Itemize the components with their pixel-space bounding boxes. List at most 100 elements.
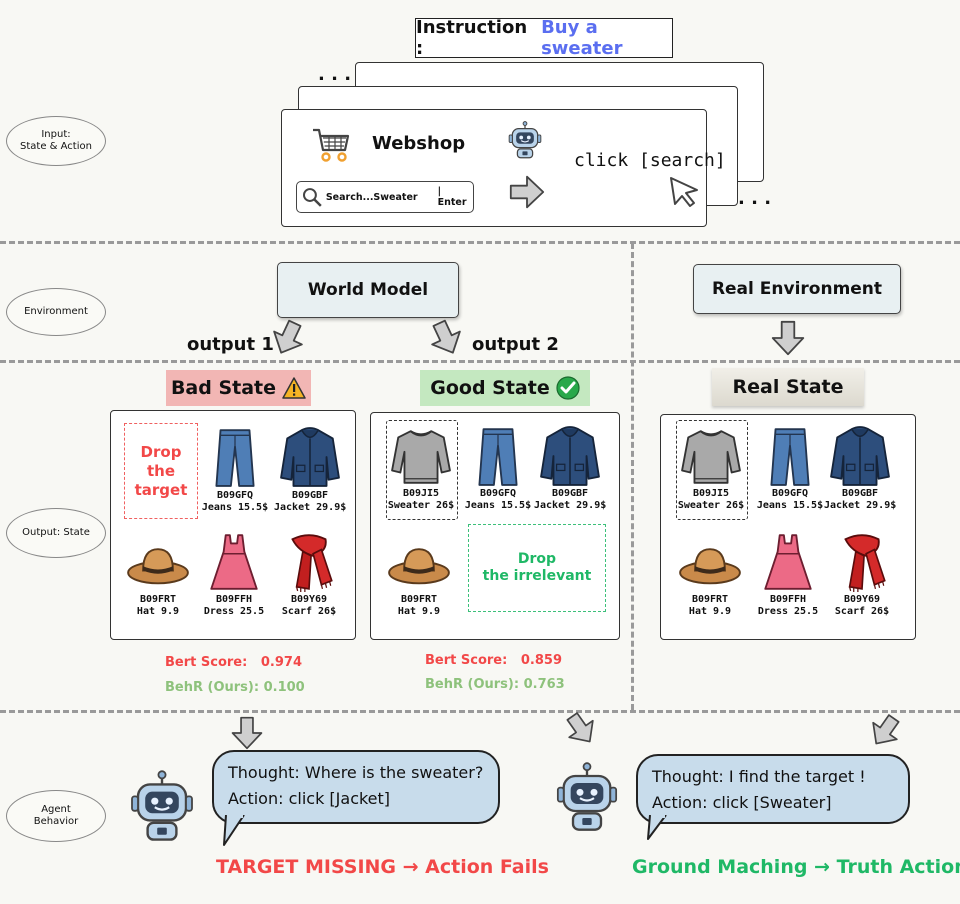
search-icon (302, 188, 322, 207)
bad-jacket-item[interactable]: B09GBF Jacket 29.9$ (274, 424, 346, 514)
search-bar[interactable]: Search...Sweater | Enter (296, 181, 474, 213)
good-behr-score: BehR (Ours): 0.763 (425, 677, 565, 692)
input-action-text: click [search] (574, 150, 726, 171)
item-desc: Jeans 15.5$ (464, 500, 532, 511)
good-sweater-item[interactable]: B09JI5 Sweater 26$ (385, 424, 457, 512)
item-desc: Dress 25.5 (757, 606, 819, 617)
good-hat-item[interactable]: B09FRT Hat 9.9 (383, 530, 455, 618)
bad-scarf-item[interactable]: B09Y69 Scarf 26$ (273, 530, 345, 618)
good-behr-label: BehR (Ours): (425, 677, 520, 692)
good-result-text: Ground Maching → Truth Action (632, 856, 960, 878)
bad-dress-item[interactable]: B09FFH Dress 25.5 (198, 530, 270, 618)
good-state-text: Good State (430, 377, 550, 399)
separator-environment-output (0, 360, 960, 363)
search-input-text: Search...Sweater (325, 191, 418, 203)
item-code: B09GFQ (216, 490, 254, 501)
good-thought-text: Thought: I find the target ! (652, 767, 866, 786)
bad-result-text: TARGET MISSING → Action Fails (216, 856, 549, 878)
webshop-title: Webshop (372, 133, 466, 154)
bad-bubble-tail (223, 815, 245, 846)
drop-target-text: Drop the target (134, 442, 188, 499)
stage-environment-ellipse: Environment (6, 288, 106, 336)
item-desc: Hat 9.9 (397, 606, 441, 617)
down-arrow-output2 (422, 314, 470, 362)
drop-irrelevant-text: Drop the irrelevant (482, 551, 592, 584)
output2-label: output 2 (472, 334, 559, 355)
real-sweater-highlight (676, 420, 748, 520)
item-code: B09Y69 (843, 594, 881, 605)
real-hat-item[interactable]: B09FRT Hat 9.9 (674, 530, 746, 618)
real-jeans-item[interactable]: B09GFQ Jeans 15.5$ (754, 424, 826, 512)
good-behr-value: 0.763 (523, 677, 565, 692)
bad-behr-label: BehR (Ours): (165, 680, 260, 695)
search-enter-label: | Enter (437, 186, 467, 208)
jacket-icon (829, 424, 891, 488)
item-desc: Scarf 26$ (281, 606, 337, 617)
real-jacket-item[interactable]: B09GBF Jacket 29.9$ (824, 424, 896, 512)
good-bert-label: Bert Score: (425, 653, 508, 668)
down-arrow-agent-real (861, 707, 908, 754)
world-model-button[interactable]: World Model (277, 262, 459, 318)
down-arrow-agent-bad (230, 716, 264, 750)
stage-output-label: Output: State (22, 527, 90, 538)
real-scarf-item[interactable]: B09Y69 Scarf 26$ (826, 530, 898, 618)
item-code: B09FRT (400, 594, 438, 605)
scarf-icon (831, 530, 893, 594)
item-code: B09GBF (291, 490, 329, 501)
sweater-icon (680, 424, 742, 488)
good-jeans-item[interactable]: B09GFQ Jeans 15.5$ (462, 424, 534, 512)
bad-behr-score: BehR (Ours): 0.100 (165, 680, 305, 695)
instruction-label: Instruction : (416, 17, 528, 59)
down-arrow-real (770, 320, 806, 356)
item-desc: Hat 9.9 (688, 606, 732, 617)
separator-output-agent (0, 710, 960, 713)
real-environment-button[interactable]: Real Environment (693, 264, 901, 314)
ellipsis-top: . . . (318, 64, 352, 85)
jacket-icon (539, 424, 601, 488)
bad-hat-item[interactable]: B09FRT Hat 9.9 (122, 530, 194, 618)
bad-bert-label: Bert Score: (165, 655, 248, 670)
item-desc: Jeans 15.5$ (201, 502, 269, 513)
good-bert-score: Bert Score: 0.859 (425, 653, 562, 668)
separator-vertical (631, 243, 634, 710)
jeans-icon (204, 424, 266, 490)
right-arrow-icon (509, 174, 545, 210)
item-code: B09GFQ (479, 488, 517, 499)
good-thought-bubble: Thought: I find the target ! Action: cli… (636, 754, 910, 824)
dress-icon (757, 530, 819, 594)
good-bert-value: 0.859 (520, 653, 563, 668)
item-code: B09JI5 (402, 488, 440, 499)
bad-jeans-item[interactable]: B09GFQ Jeans 15.5$ (199, 424, 271, 514)
bad-bert-score: Bert Score: 0.974 (165, 655, 302, 670)
item-desc: Jeans 15.5$ (756, 500, 824, 511)
stage-agent-ellipse: Agent Behavior (6, 790, 106, 842)
item-code: B09GBF (841, 488, 879, 499)
bad-action-text: Action: click [Jacket] (228, 789, 391, 808)
item-code: B09Y69 (290, 594, 328, 605)
output1-label: output 1 (187, 334, 274, 355)
instruction-box: Instruction : Buy a sweater (415, 17, 673, 59)
item-desc: Hat 9.9 (136, 606, 180, 617)
robot-icon-bad (126, 768, 198, 844)
item-desc: Sweater 26$ (677, 500, 745, 511)
ellipsis-bottom: . . . (738, 188, 772, 209)
stage-agent-label: Agent Behavior (33, 804, 79, 827)
good-sweater-highlight (386, 420, 458, 520)
jeans-icon (759, 424, 821, 488)
good-jacket-item[interactable]: B09GBF Jacket 29.9$ (534, 424, 606, 512)
hat-icon (386, 530, 452, 594)
sweater-icon (390, 424, 452, 488)
item-desc: Dress 25.5 (203, 606, 265, 617)
jeans-icon (467, 424, 529, 488)
cursor-icon (670, 177, 698, 207)
dress-icon (203, 530, 265, 594)
real-sweater-item[interactable]: B09JI5 Sweater 26$ (675, 424, 747, 512)
real-state-text: Real State (732, 376, 844, 398)
bad-state-label: Bad State (166, 370, 311, 406)
check-icon (556, 376, 580, 400)
stage-input-ellipse: Input: State & Action (6, 116, 106, 166)
item-code: B09FRT (139, 594, 177, 605)
real-dress-item[interactable]: B09FFH Dress 25.5 (752, 530, 824, 618)
jacket-icon (279, 424, 341, 490)
bad-behr-value: 0.100 (263, 680, 305, 695)
